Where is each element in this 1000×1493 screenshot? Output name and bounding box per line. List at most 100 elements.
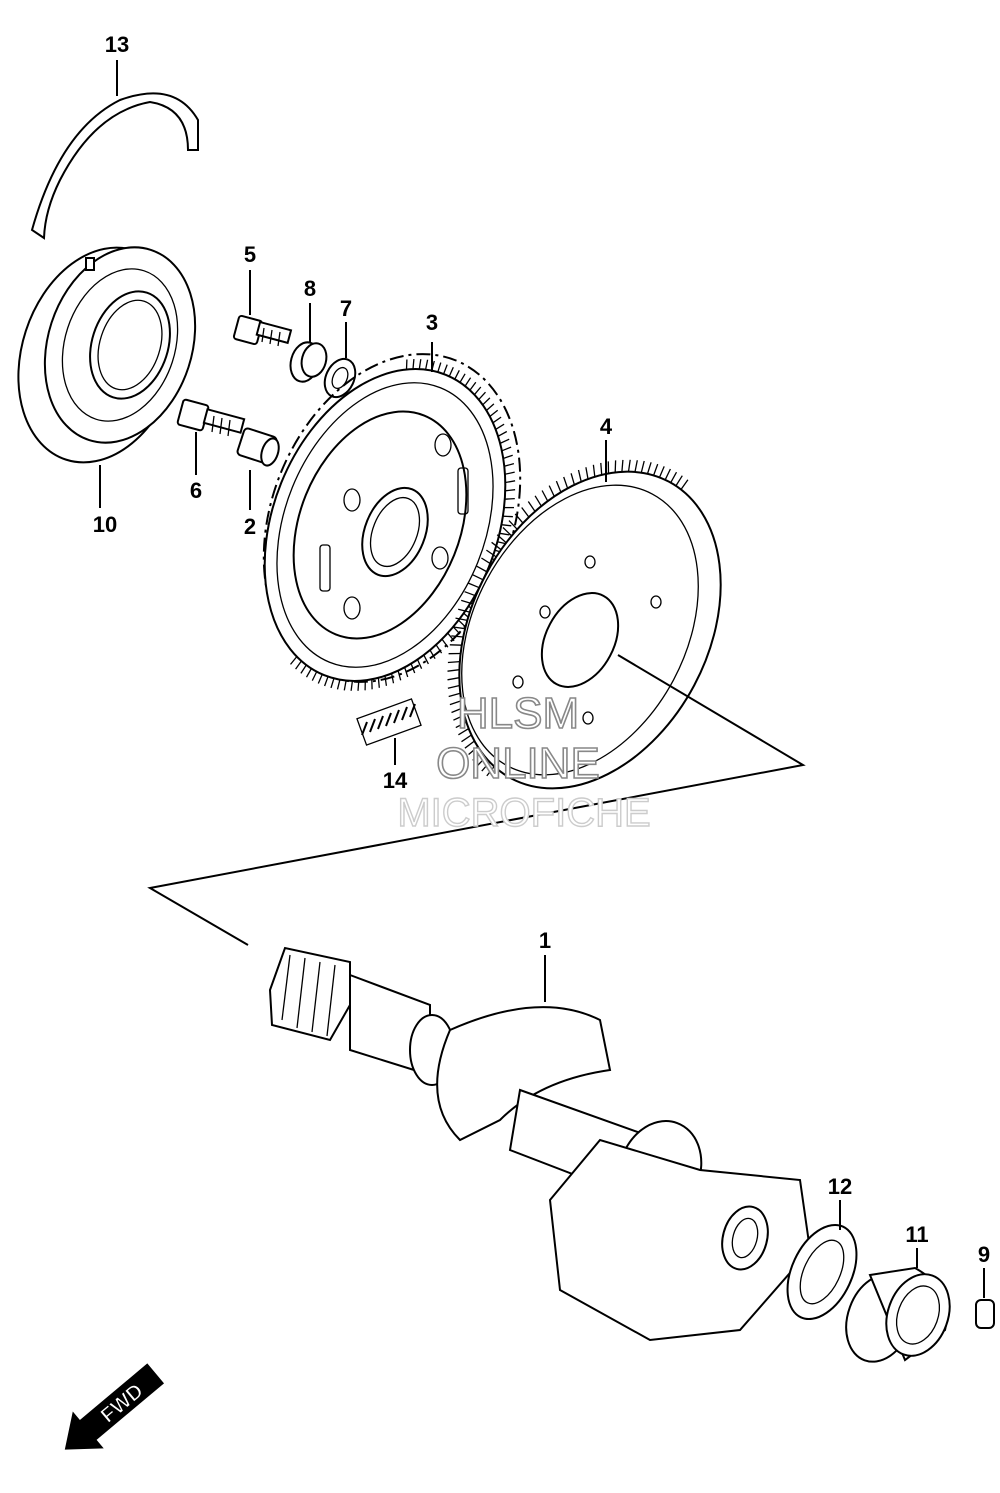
gear-tooth	[358, 681, 359, 691]
gear-tooth	[448, 678, 460, 680]
gear-tooth	[291, 657, 297, 665]
part-14-spring[interactable]	[357, 699, 421, 765]
gear-tooth	[654, 464, 658, 475]
gear-tooth	[505, 481, 515, 483]
gear-tooth	[307, 669, 312, 678]
gear-tooth	[681, 480, 688, 490]
gear-tooth	[665, 469, 670, 480]
gear-tooth	[312, 672, 316, 681]
part-5-bolt[interactable]	[233, 270, 291, 346]
gear-tooth	[426, 360, 428, 370]
gear-tooth	[505, 472, 515, 474]
part-10-bearing[interactable]	[0, 226, 219, 508]
gear-tooth	[496, 424, 505, 429]
callout-13: 13	[105, 32, 129, 57]
gear-tooth	[586, 467, 588, 479]
callout-14: 14	[383, 768, 408, 793]
gear-tooth	[296, 661, 302, 669]
gear-tooth	[331, 678, 334, 688]
callout-2: 2	[244, 514, 256, 539]
callout-11: 11	[905, 1222, 928, 1247]
gear-tooth	[635, 460, 637, 472]
gear-tooth	[474, 387, 480, 395]
gear-tooth	[455, 370, 460, 379]
watermark-line3: MICROFICHE	[397, 791, 650, 835]
gear-tooth	[413, 359, 414, 369]
gear-tooth	[392, 674, 394, 684]
gear-tooth	[459, 620, 466, 627]
gear-tooth	[660, 466, 665, 477]
gear-tooth	[325, 677, 328, 686]
gear-tooth	[505, 499, 515, 500]
gear-tooth	[351, 681, 352, 691]
gear-tooth	[438, 363, 441, 373]
gear-tooth	[564, 477, 568, 488]
gear-tooth	[378, 678, 379, 688]
fwd-arrow-icon: FWD	[52, 1357, 169, 1465]
gear-tooth	[470, 382, 476, 390]
gear-tooth	[448, 633, 454, 641]
callout-9: 9	[978, 1242, 990, 1267]
callout-8: 8	[304, 276, 316, 301]
gear-tooth	[385, 676, 386, 686]
gear-tooth	[344, 681, 346, 691]
gear-tooth	[648, 462, 652, 474]
gear-tooth	[465, 378, 471, 386]
callout-5: 5	[244, 242, 256, 267]
callout-3: 3	[426, 310, 438, 335]
gear-tooth	[503, 455, 513, 458]
gear-tooth	[676, 476, 682, 486]
gear-tooth	[498, 432, 507, 437]
callout-4: 4	[600, 414, 613, 439]
gear-tooth	[522, 508, 529, 518]
gear-tooth	[448, 662, 460, 663]
gear-tooth	[444, 365, 448, 374]
gear-tooth	[449, 367, 453, 376]
part-13-circlip[interactable]	[32, 60, 198, 238]
part-6-bolt[interactable]	[177, 399, 244, 475]
gear-tooth	[504, 464, 514, 467]
gear-tooth	[460, 374, 465, 383]
gear-tooth	[503, 516, 513, 517]
gear-tooth	[419, 359, 421, 369]
callout-12: 12	[828, 1174, 852, 1199]
gear-tooth	[338, 680, 340, 690]
gear-tooth	[571, 473, 574, 485]
gear-tooth	[493, 417, 501, 423]
gear-tooth	[579, 470, 582, 482]
gear-tooth	[301, 665, 306, 673]
gear-tooth	[448, 670, 460, 672]
callout-10: 10	[93, 512, 117, 537]
gear-tooth	[528, 502, 535, 512]
gear-tooth	[448, 686, 460, 689]
gear-tooth	[500, 439, 509, 443]
watermark-line2: ONLINE	[436, 739, 600, 788]
gear-tooth	[535, 496, 541, 506]
gear-tooth	[418, 660, 422, 669]
part-1-crankshaft[interactable]	[270, 948, 810, 1340]
gear-tooth	[500, 533, 510, 535]
gear-tooth	[671, 472, 677, 483]
gear-tooth	[483, 398, 490, 405]
gear-tooth	[549, 486, 554, 497]
gear-tooth	[629, 460, 631, 472]
gear-tooth	[486, 404, 494, 411]
gear-tooth	[505, 490, 515, 491]
callout-6: 6	[190, 478, 202, 503]
part-8-collar[interactable]	[286, 303, 330, 385]
gear-tooth	[490, 410, 498, 416]
gear-tooth	[451, 636, 463, 637]
part-9-pin[interactable]	[976, 1268, 994, 1328]
gear-tooth	[479, 392, 486, 399]
gear-tooth	[593, 465, 594, 477]
callout-7: 7	[340, 296, 352, 321]
gear-tooth	[622, 460, 623, 472]
gear-tooth	[502, 447, 511, 451]
gear-tooth	[501, 525, 511, 526]
gear-tooth	[641, 461, 644, 473]
gear-tooth	[601, 463, 602, 475]
callout-1: 1	[539, 928, 551, 953]
gear-tooth	[318, 674, 322, 683]
gear-tooth	[556, 481, 561, 492]
